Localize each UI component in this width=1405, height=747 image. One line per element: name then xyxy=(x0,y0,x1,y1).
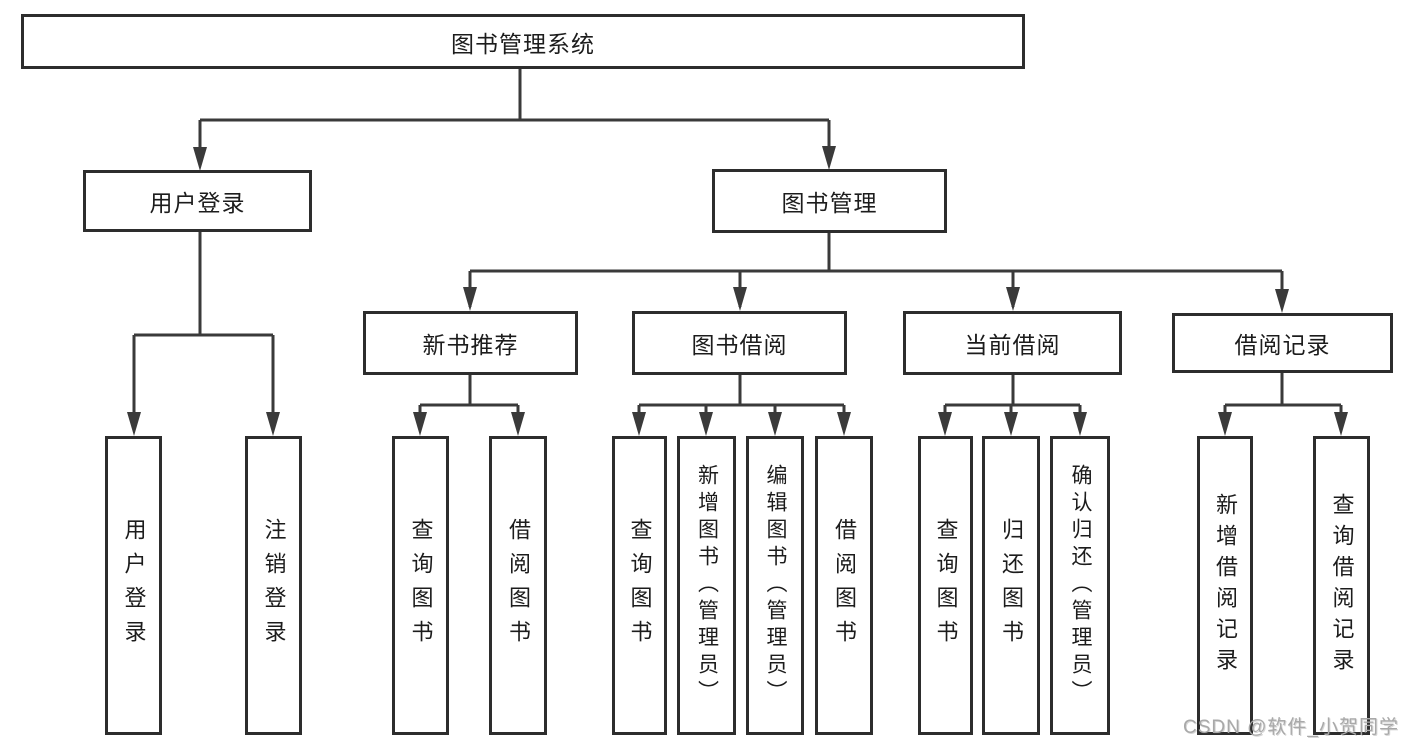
node-library-management-system: 图书管理系统 xyxy=(21,14,1025,69)
leaf-add-borrow-record: 新增借阅记录 xyxy=(1197,436,1253,735)
node-user-login: 用户登录 xyxy=(83,170,312,232)
node-label: 新增图书（管理员） xyxy=(695,464,719,707)
leaf-query-books-current: 查询图书 xyxy=(918,436,973,735)
leaf-return-books: 归还图书 xyxy=(982,436,1040,735)
node-label: 注销登录 xyxy=(261,517,287,654)
node-label: 查询图书 xyxy=(408,517,434,654)
node-borrowing-records: 借阅记录 xyxy=(1172,313,1393,373)
node-label: 确认归还（管理员） xyxy=(1069,464,1092,707)
node-label: 图书借阅 xyxy=(691,332,788,358)
leaf-query-books-recommend: 查询图书 xyxy=(392,436,449,735)
node-label: 用户登录 xyxy=(149,190,246,216)
leaf-logout: 注销登录 xyxy=(245,436,302,735)
node-label: 新增借阅记录 xyxy=(1213,492,1238,679)
node-label: 编辑图书（管理员） xyxy=(764,464,787,707)
leaf-add-book-admin: 新增图书（管理员） xyxy=(677,436,736,735)
leaf-edit-book-admin: 编辑图书（管理员） xyxy=(746,436,804,735)
node-label: 用户登录 xyxy=(121,517,147,654)
node-label: 图书管理系统 xyxy=(451,30,595,57)
node-label: 图书管理 xyxy=(781,190,878,216)
leaf-query-borrow-record: 查询借阅记录 xyxy=(1313,436,1370,735)
leaf-borrow-books-recommend: 借阅图书 xyxy=(489,436,547,735)
leaf-query-books-borrow: 查询图书 xyxy=(612,436,667,735)
leaf-user-login: 用户登录 xyxy=(105,436,162,735)
arrowheads xyxy=(127,146,1348,436)
node-label: 借阅图书 xyxy=(506,517,531,654)
node-label: 归还图书 xyxy=(999,517,1024,654)
node-label: 借阅图书 xyxy=(832,517,857,654)
watermark: CSDN @软件_小贺同学 xyxy=(1183,717,1399,738)
node-label: 新书推荐 xyxy=(422,332,519,358)
node-current-borrowing: 当前借阅 xyxy=(903,311,1122,375)
node-new-book-recommendation: 新书推荐 xyxy=(363,311,578,375)
node-label: 查询图书 xyxy=(933,517,959,654)
node-book-management: 图书管理 xyxy=(712,169,947,233)
leaf-confirm-return-admin: 确认归还（管理员） xyxy=(1050,436,1110,735)
node-book-borrowing: 图书借阅 xyxy=(632,311,847,375)
node-label: 借阅记录 xyxy=(1234,332,1331,358)
node-label: 查询图书 xyxy=(627,517,653,654)
node-label: 当前借阅 xyxy=(964,332,1061,358)
leaf-borrow-books: 借阅图书 xyxy=(815,436,873,735)
node-label: 查询借阅记录 xyxy=(1329,492,1355,679)
